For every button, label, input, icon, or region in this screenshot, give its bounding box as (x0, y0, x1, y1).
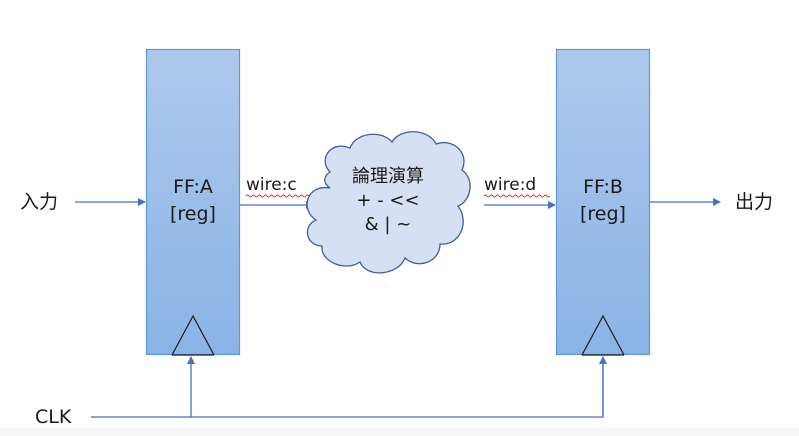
spellcheck-underline-c (245, 194, 313, 198)
cloud-shape[interactable] (306, 131, 471, 274)
logic-title: 論理演算 (352, 166, 424, 187)
flipflop-b-box[interactable] (555, 48, 651, 356)
clock-triangle-icon (171, 314, 215, 356)
output-label: 出力 (735, 191, 773, 213)
flipflop-b-type: [reg] (580, 203, 626, 225)
flipflop-a-type: [reg] (170, 203, 216, 225)
logic-cloud[interactable]: 論理演算 + - << & | ~ (306, 131, 471, 274)
wire-d-label: wire:d (484, 175, 536, 195)
flipflop-a-box[interactable] (145, 48, 241, 356)
clock-line (91, 357, 604, 418)
input-label: 入力 (20, 191, 58, 213)
flipflop-a-name: FF:A (173, 176, 213, 198)
flipflop-b-name: FF:B (583, 176, 623, 198)
clock-label: CLK (35, 406, 72, 428)
bottom-band (0, 428, 799, 436)
logic-ops-line1: + - << (356, 190, 419, 211)
logic-ops-line2: & | ~ (365, 214, 412, 235)
clock-triangle-icon (581, 314, 625, 356)
wire-c-label: wire:c (246, 175, 297, 195)
flipflop-a[interactable]: FF:A [reg] (145, 48, 241, 356)
spellcheck-underline-d (483, 194, 551, 198)
flipflop-b[interactable]: FF:B [reg] (555, 48, 651, 356)
